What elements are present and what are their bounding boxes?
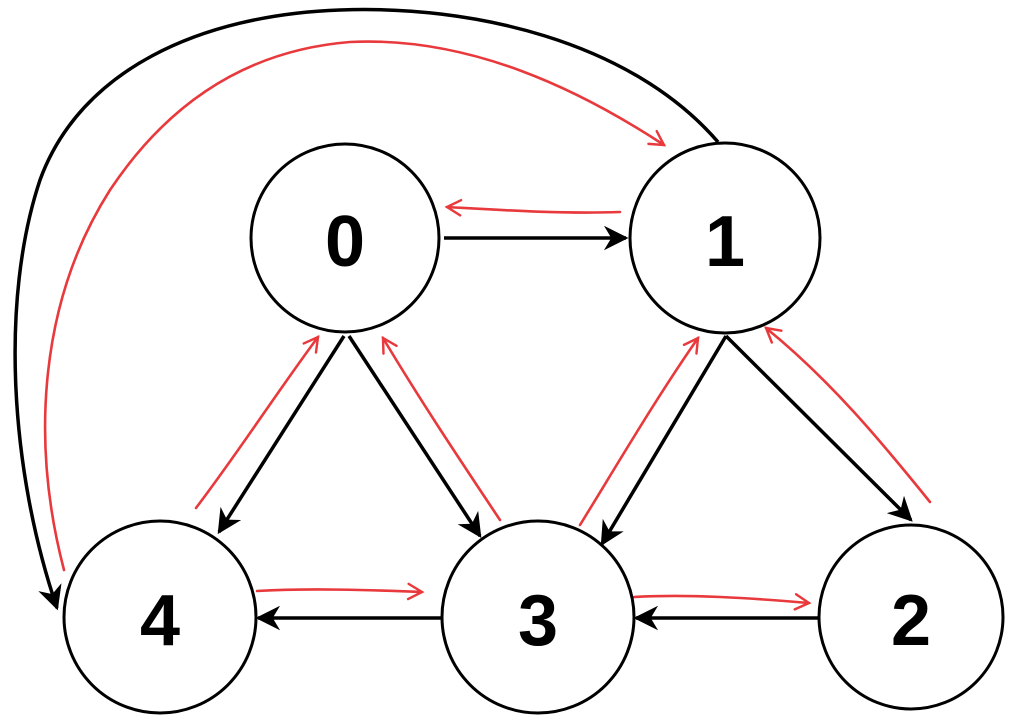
node-2-label: 2 xyxy=(891,581,931,661)
node-4-label: 4 xyxy=(140,581,180,661)
trace-3-2 xyxy=(632,593,812,611)
trace-4-3 xyxy=(255,582,425,601)
edge-0-3 xyxy=(347,335,482,539)
trace-3-1 xyxy=(578,335,700,527)
trace-4-0 xyxy=(194,334,320,510)
node-1[interactable]: 1 xyxy=(628,141,822,335)
node-1-label: 1 xyxy=(705,202,745,282)
edges-layer xyxy=(13,7,913,631)
nodes-layer: 0 1 2 3 4 xyxy=(62,141,1005,715)
node-4[interactable]: 4 xyxy=(62,519,258,715)
edge-0-4 xyxy=(217,335,346,535)
trace-1-0 xyxy=(444,198,622,217)
edge-1-3 xyxy=(600,335,728,547)
node-0[interactable]: 0 xyxy=(249,142,441,334)
edge-1-2 xyxy=(724,334,913,522)
traversal-layer xyxy=(43,40,932,611)
trace-2-1 xyxy=(764,326,932,504)
trace-4-1 xyxy=(43,40,667,572)
node-3[interactable]: 3 xyxy=(440,519,636,715)
trace-3-0 xyxy=(381,335,502,522)
edge-1-4 xyxy=(13,7,720,611)
node-3-label: 3 xyxy=(518,581,558,661)
node-0-label: 0 xyxy=(325,202,365,282)
node-2[interactable]: 2 xyxy=(817,523,1005,711)
